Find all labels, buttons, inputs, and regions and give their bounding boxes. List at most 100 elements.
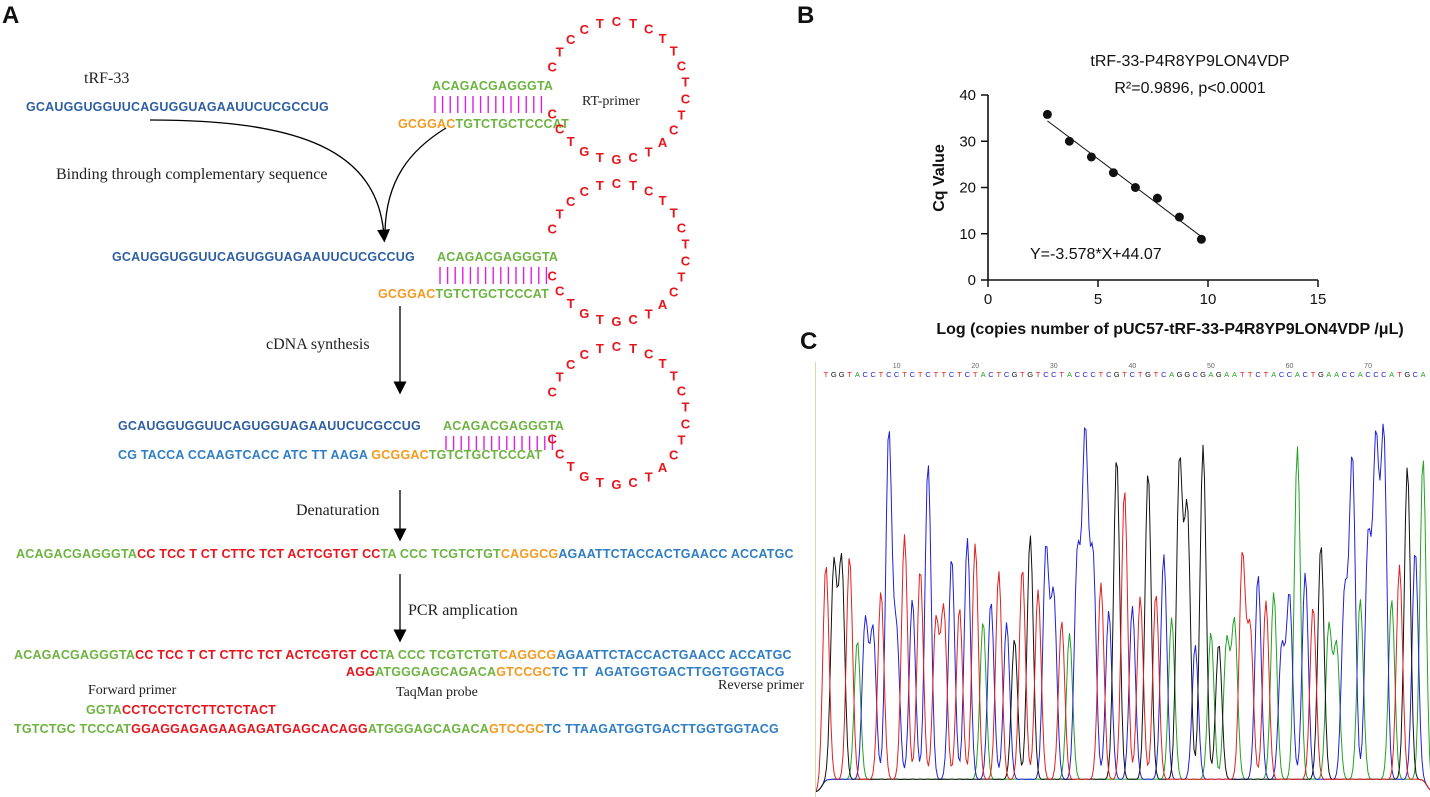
base-call: C — [1083, 370, 1089, 379]
y-tick-label: 10 — [959, 226, 976, 243]
loop-base: C — [566, 32, 576, 47]
loop-base: C — [547, 384, 557, 399]
primer-green-part: TGTCTGCTCCCAT — [428, 448, 543, 462]
loop-base: C — [612, 14, 622, 29]
base-call: A — [855, 370, 860, 379]
loop-base: G — [611, 314, 621, 329]
loop-base: T — [670, 369, 678, 384]
base-call: G — [831, 370, 837, 379]
primer-orange-part: GCGGAC — [398, 117, 456, 131]
loop-base: C — [677, 383, 687, 398]
denatured-strand: ACAGACGAGGGTACC TCC T CT CTTC TCT ACTCGT… — [16, 547, 794, 561]
loop-base: C — [681, 253, 691, 268]
base-call: T — [1311, 370, 1316, 379]
base-call: C — [1090, 370, 1096, 379]
trace-g — [816, 444, 1430, 792]
base-call: T — [941, 370, 946, 379]
data-point — [1174, 212, 1184, 222]
loop-base: T — [645, 306, 653, 321]
loop-base: A — [658, 460, 668, 475]
seg-green: ACAGACGAGGGTA — [14, 648, 136, 662]
loop-base: C — [580, 347, 590, 362]
base-call: A — [1358, 370, 1363, 379]
base-call: C — [1279, 370, 1285, 379]
trf-rna-sequence: GCAUGGUGGUUCAGUGGUAGAAUUCUCGCCUG — [26, 100, 329, 114]
base-pair-ticks-1 — [434, 96, 543, 113]
primer-orange-part: GCGGAC — [371, 448, 429, 462]
seg-blue: TC TT AGATGGTGACTTGGTGGTACG — [551, 665, 785, 679]
loop-base: C — [566, 194, 576, 209]
loop-base: T — [596, 178, 604, 193]
base-call: A — [1232, 370, 1237, 379]
loop-base: C — [547, 432, 557, 447]
taqman-probe-label: TaqMan probe — [396, 685, 478, 700]
base-call: T — [1020, 370, 1025, 379]
base-call: T — [957, 370, 962, 379]
base-call: T — [934, 370, 939, 379]
data-point — [1042, 109, 1052, 119]
data-point — [1196, 234, 1206, 244]
base-call: C — [1004, 370, 1010, 379]
loop-base: T — [596, 475, 604, 490]
seg-blue: AGAATTCTACCACTGAACC ACCATGC — [556, 648, 792, 662]
chart-points — [1042, 109, 1206, 244]
loop-base: C — [612, 339, 622, 354]
loop-base: T — [659, 356, 667, 371]
loop-base: C — [547, 59, 557, 74]
cdna-blue-part: CG TACCA CCAAGTCACC ATC TT AAGA — [118, 448, 368, 462]
base-call: C — [1381, 370, 1387, 379]
primer-bottom-2: GCGGACTGTCTGCTCCCAT — [378, 287, 549, 301]
position-label: 40 — [1128, 363, 1136, 370]
trf-label: tRF-33 — [84, 70, 130, 87]
loop-base: C — [580, 22, 590, 37]
base-call: A — [1224, 370, 1229, 379]
binding-arrow-left — [149, 119, 391, 243]
loop-base: T — [670, 206, 678, 221]
panel-label-a: A — [2, 2, 20, 29]
base-call: A — [981, 370, 986, 379]
loop-base: G — [611, 152, 621, 167]
base-call: C — [965, 370, 971, 379]
loop-base: C — [566, 357, 576, 372]
data-point — [1130, 183, 1140, 192]
base-call: C — [1130, 370, 1136, 379]
reverse-primer-label: Reverse primer — [718, 678, 804, 693]
base-call: C — [949, 370, 955, 379]
y-tick-label: 30 — [959, 133, 976, 150]
loop-base: T — [629, 178, 637, 193]
base-call: T — [973, 370, 978, 379]
loop-base: G — [579, 306, 589, 321]
base-call: C — [925, 370, 931, 379]
base-call: C — [886, 370, 892, 379]
loop-base: C — [580, 184, 590, 199]
primer-stem-top-1: ACAGACGAGGGTA — [432, 79, 554, 93]
seg-green: TA CCC TCGTCTGT — [378, 648, 499, 662]
chart-title: tRF-33-P4R8YP9LON4VDP — [1090, 53, 1289, 70]
base-call: T — [1248, 370, 1253, 379]
primer-bottom-1: GCGGACTGTCTGCTCCCAT — [398, 117, 569, 131]
base-call: A — [1169, 370, 1174, 379]
base-call: T — [1264, 370, 1269, 379]
base-call: T — [996, 370, 1001, 379]
loop-base: T — [682, 75, 690, 90]
base-call: G — [1404, 370, 1410, 379]
base-call: G — [1145, 370, 1151, 379]
loop-base: T — [596, 341, 604, 356]
loop-base: T — [596, 150, 604, 165]
base-call: G — [1184, 370, 1190, 379]
base-call: C — [894, 370, 900, 379]
loop-base: T — [670, 44, 678, 59]
y-tick-label: 40 — [959, 87, 976, 104]
position-label: 30 — [1050, 363, 1058, 370]
loop-base: T — [629, 16, 637, 31]
forward-primer-sequence: GGTACCTCCTCTCTTCTCTACT — [86, 703, 276, 717]
base-call: T — [847, 370, 852, 379]
base-call: A — [1389, 370, 1394, 379]
base-call: T — [1397, 370, 1402, 379]
loop-base: T — [556, 207, 564, 222]
base-call: T — [1240, 370, 1245, 379]
base-call: G — [1012, 370, 1018, 379]
